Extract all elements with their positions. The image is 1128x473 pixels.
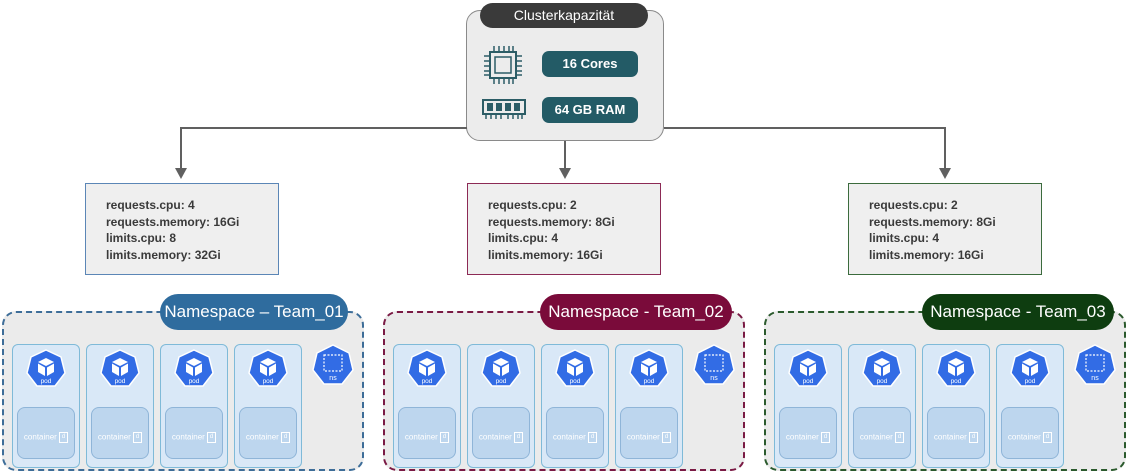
svg-text:pod: pod bbox=[263, 378, 274, 385]
svg-text:pod: pod bbox=[644, 378, 655, 385]
container-icon: container d bbox=[472, 407, 530, 459]
svg-text:pod: pod bbox=[115, 378, 126, 385]
pod-icon: pod bbox=[629, 349, 669, 394]
namespace-icon: ns bbox=[311, 344, 355, 393]
resource-quota-team-03: requests.cpu: 2 requests.memory: 8Gi lim… bbox=[848, 183, 1042, 275]
quota-line: requests.memory: 8Gi bbox=[869, 214, 996, 229]
connector-left-vertical bbox=[180, 127, 182, 172]
quota-line: limits.memory: 16Gi bbox=[869, 247, 984, 262]
quota-line: requests.memory: 16Gi bbox=[106, 214, 240, 229]
container-icon: container d bbox=[1001, 407, 1059, 459]
connector-left-horizontal bbox=[180, 127, 467, 129]
arrow-down-icon bbox=[939, 168, 951, 179]
pod-icon: pod bbox=[555, 349, 595, 394]
container-icon: container d bbox=[91, 407, 149, 459]
namespace-label-team-01: Namespace – Team_01 bbox=[160, 294, 348, 330]
container-icon: container d bbox=[165, 407, 223, 459]
quota-line: requests.cpu: 2 bbox=[869, 198, 958, 212]
resource-quota-team-01: requests.cpu: 4 requests.memory: 16Gi li… bbox=[85, 183, 279, 275]
svg-text:pod: pod bbox=[1025, 378, 1036, 385]
pod-icon: pod bbox=[788, 349, 828, 394]
quota-line: limits.memory: 32Gi bbox=[106, 247, 221, 262]
container-icon: container d bbox=[239, 407, 297, 459]
pod-icon: pod bbox=[407, 349, 447, 394]
svg-text:pod: pod bbox=[803, 378, 814, 385]
svg-text:pod: pod bbox=[422, 378, 433, 385]
pod-icon: pod bbox=[174, 349, 214, 394]
svg-text:ns: ns bbox=[329, 375, 337, 382]
namespace-icon: ns bbox=[1073, 344, 1117, 393]
quota-line: requests.memory: 8Gi bbox=[488, 214, 615, 229]
quota-line: limits.memory: 16Gi bbox=[488, 247, 603, 262]
namespace-label-team-03: Namespace - Team_03 bbox=[922, 294, 1114, 330]
cluster-title: Clusterkapazität bbox=[480, 3, 648, 28]
svg-text:pod: pod bbox=[951, 378, 962, 385]
pod-icon: pod bbox=[1010, 349, 1050, 394]
arrow-down-icon bbox=[559, 168, 571, 179]
container-icon: container d bbox=[927, 407, 985, 459]
pod-icon: pod bbox=[936, 349, 976, 394]
namespace-icon: ns bbox=[692, 344, 736, 393]
pod-icon: pod bbox=[862, 349, 902, 394]
pod-icon: pod bbox=[248, 349, 288, 394]
ram-capacity-badge: 64 GB RAM bbox=[542, 97, 638, 123]
memory-module-icon bbox=[482, 99, 526, 119]
pod-icon: pod bbox=[100, 349, 140, 394]
pod-icon: pod bbox=[481, 349, 521, 394]
arrow-down-icon bbox=[175, 168, 187, 179]
container-icon: container d bbox=[17, 407, 75, 459]
quota-line: limits.cpu: 4 bbox=[869, 231, 940, 245]
connector-right-horizontal bbox=[664, 127, 946, 129]
container-icon: container d bbox=[620, 407, 678, 459]
connector-right-vertical bbox=[944, 127, 946, 172]
quota-line: requests.cpu: 4 bbox=[106, 198, 195, 212]
svg-text:pod: pod bbox=[877, 378, 888, 385]
namespace-label-team-02: Namespace - Team_02 bbox=[540, 294, 732, 330]
svg-text:pod: pod bbox=[570, 378, 581, 385]
cpu-capacity-badge: 16 Cores bbox=[542, 51, 638, 77]
pod-icon: pod bbox=[26, 349, 66, 394]
resource-quota-team-02: requests.cpu: 2 requests.memory: 8Gi lim… bbox=[467, 183, 661, 275]
container-icon: container d bbox=[779, 407, 837, 459]
quota-line: limits.cpu: 8 bbox=[106, 231, 177, 245]
connector-middle-vertical bbox=[564, 141, 566, 172]
container-icon: container d bbox=[546, 407, 604, 459]
svg-text:ns: ns bbox=[710, 375, 718, 382]
quota-line: requests.cpu: 2 bbox=[488, 198, 577, 212]
container-icon: container d bbox=[398, 407, 456, 459]
cpu-chip-icon bbox=[484, 46, 522, 84]
svg-text:ns: ns bbox=[1091, 375, 1099, 382]
container-icon: container d bbox=[853, 407, 911, 459]
quota-line: limits.cpu: 4 bbox=[488, 231, 559, 245]
svg-text:pod: pod bbox=[496, 378, 507, 385]
svg-text:pod: pod bbox=[189, 378, 200, 385]
svg-text:pod: pod bbox=[41, 378, 52, 385]
